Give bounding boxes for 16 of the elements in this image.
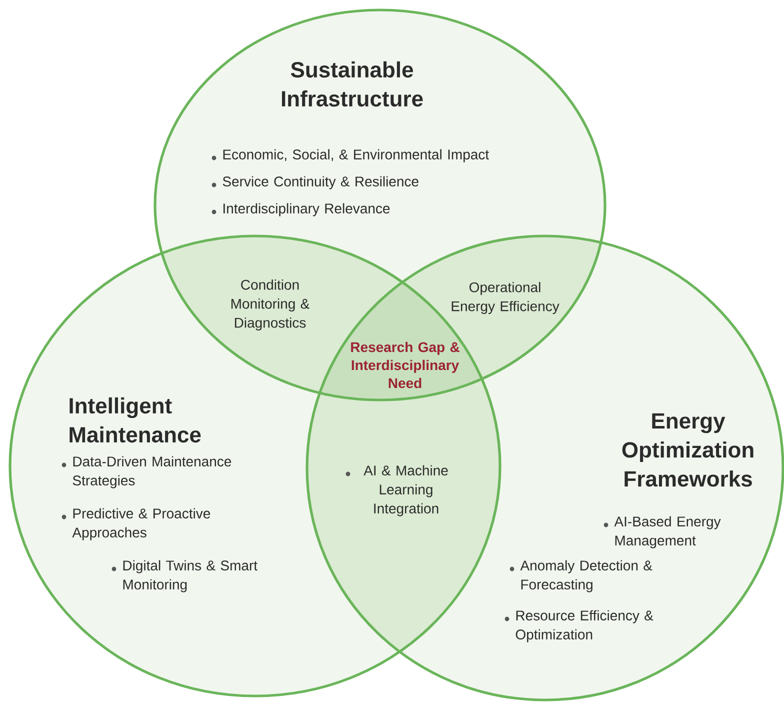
- bullet-item: AI-Based Energy Management: [604, 516, 721, 548]
- overlap-label: Condition Monitoring & Diagnostics: [231, 279, 310, 331]
- circle-title: Energy Optimization Frameworks: [622, 413, 754, 487]
- bullet-item: Economic, Social, & Environmental Impact: [212, 149, 489, 162]
- circle-title: Intelligent Maintenance: [70, 397, 201, 443]
- bullet-item: Anomaly Detection & Forecasting: [510, 560, 652, 592]
- bullet-item: Digital Twins & Smart Monitoring: [112, 560, 258, 592]
- bullet-item: AI & Machine Learning Integration: [346, 465, 448, 516]
- bullet-item: Resource Efficiency & Optimization: [504, 610, 654, 642]
- bullet-item: Predictive & Proactive Approaches: [62, 508, 210, 540]
- center-label: Research Gap & Interdisciplinary Need: [351, 342, 460, 388]
- bullet-item: Data-Driven Maintenance Strategies: [62, 456, 232, 488]
- bullet-item: Interdisciplinary Relevance: [212, 203, 390, 216]
- overlap-label: Operational Energy Efficiency: [452, 282, 560, 314]
- bullet-item: Service Continuity & Resilience: [212, 176, 418, 190]
- circle-title: Sustainable Infrastructure: [282, 61, 423, 107]
